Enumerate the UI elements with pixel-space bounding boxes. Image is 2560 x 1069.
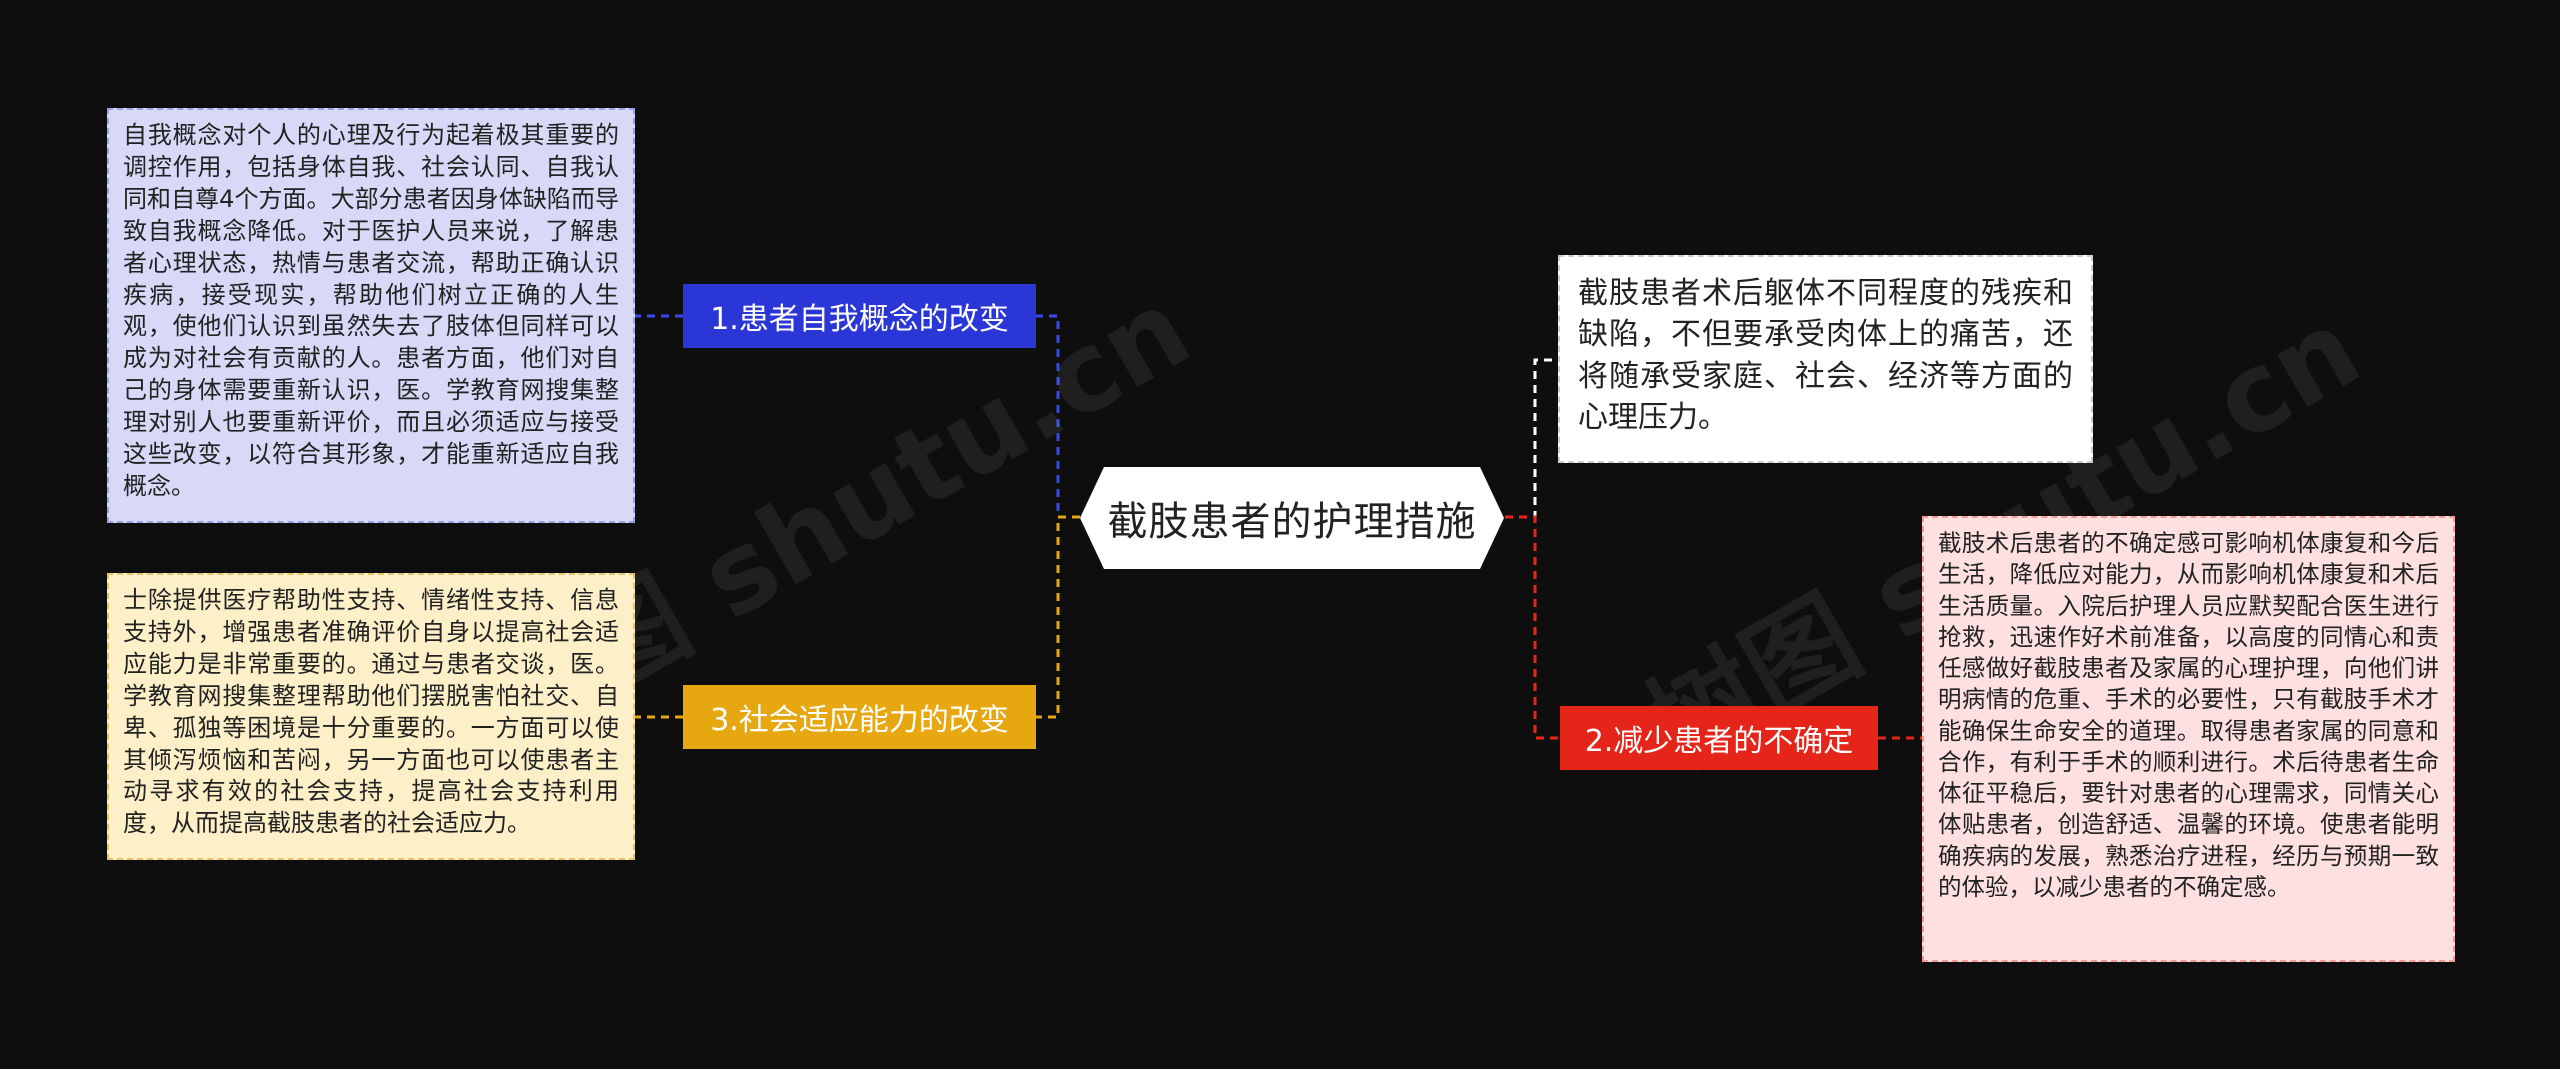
branch-reduce-uncertainty[interactable]: 2.减少患者的不确定: [1560, 706, 1878, 770]
branch-self-concept[interactable]: 1.患者自我概念的改变: [683, 284, 1036, 348]
detail-self-concept[interactable]: 自我概念对个人的心理及行为起着极其重要的调控作用，包括身体自我、社会认同、自我认…: [107, 108, 635, 523]
connector-root-note: [1505, 358, 1558, 519]
detail-reduce-uncertainty[interactable]: 截肢术后患者的不确定感可影响机体康复和今后生活，降低应对能力，从而影响机体康复和…: [1922, 516, 2455, 962]
note-psychological-pressure[interactable]: 截肢患者术后躯体不同程度的残疾和缺陷，不但要承受肉体上的痛苦，还将随承受家庭、社…: [1558, 255, 2093, 463]
root-topic[interactable]: 截肢患者的护理措施: [1080, 467, 1504, 569]
connector-root-branch-3: [1036, 515, 1080, 719]
connector-root-branch-1: [1036, 314, 1080, 519]
branch-social-adaptation[interactable]: 3.社会适应能力的改变: [683, 685, 1036, 749]
connector-root-branch-2: [1505, 515, 1560, 740]
detail-social-adaptation[interactable]: 士除提供医疗帮助性支持、情绪性支持、信息支持外，增强患者准确评价自身以提高社会适…: [107, 573, 635, 860]
